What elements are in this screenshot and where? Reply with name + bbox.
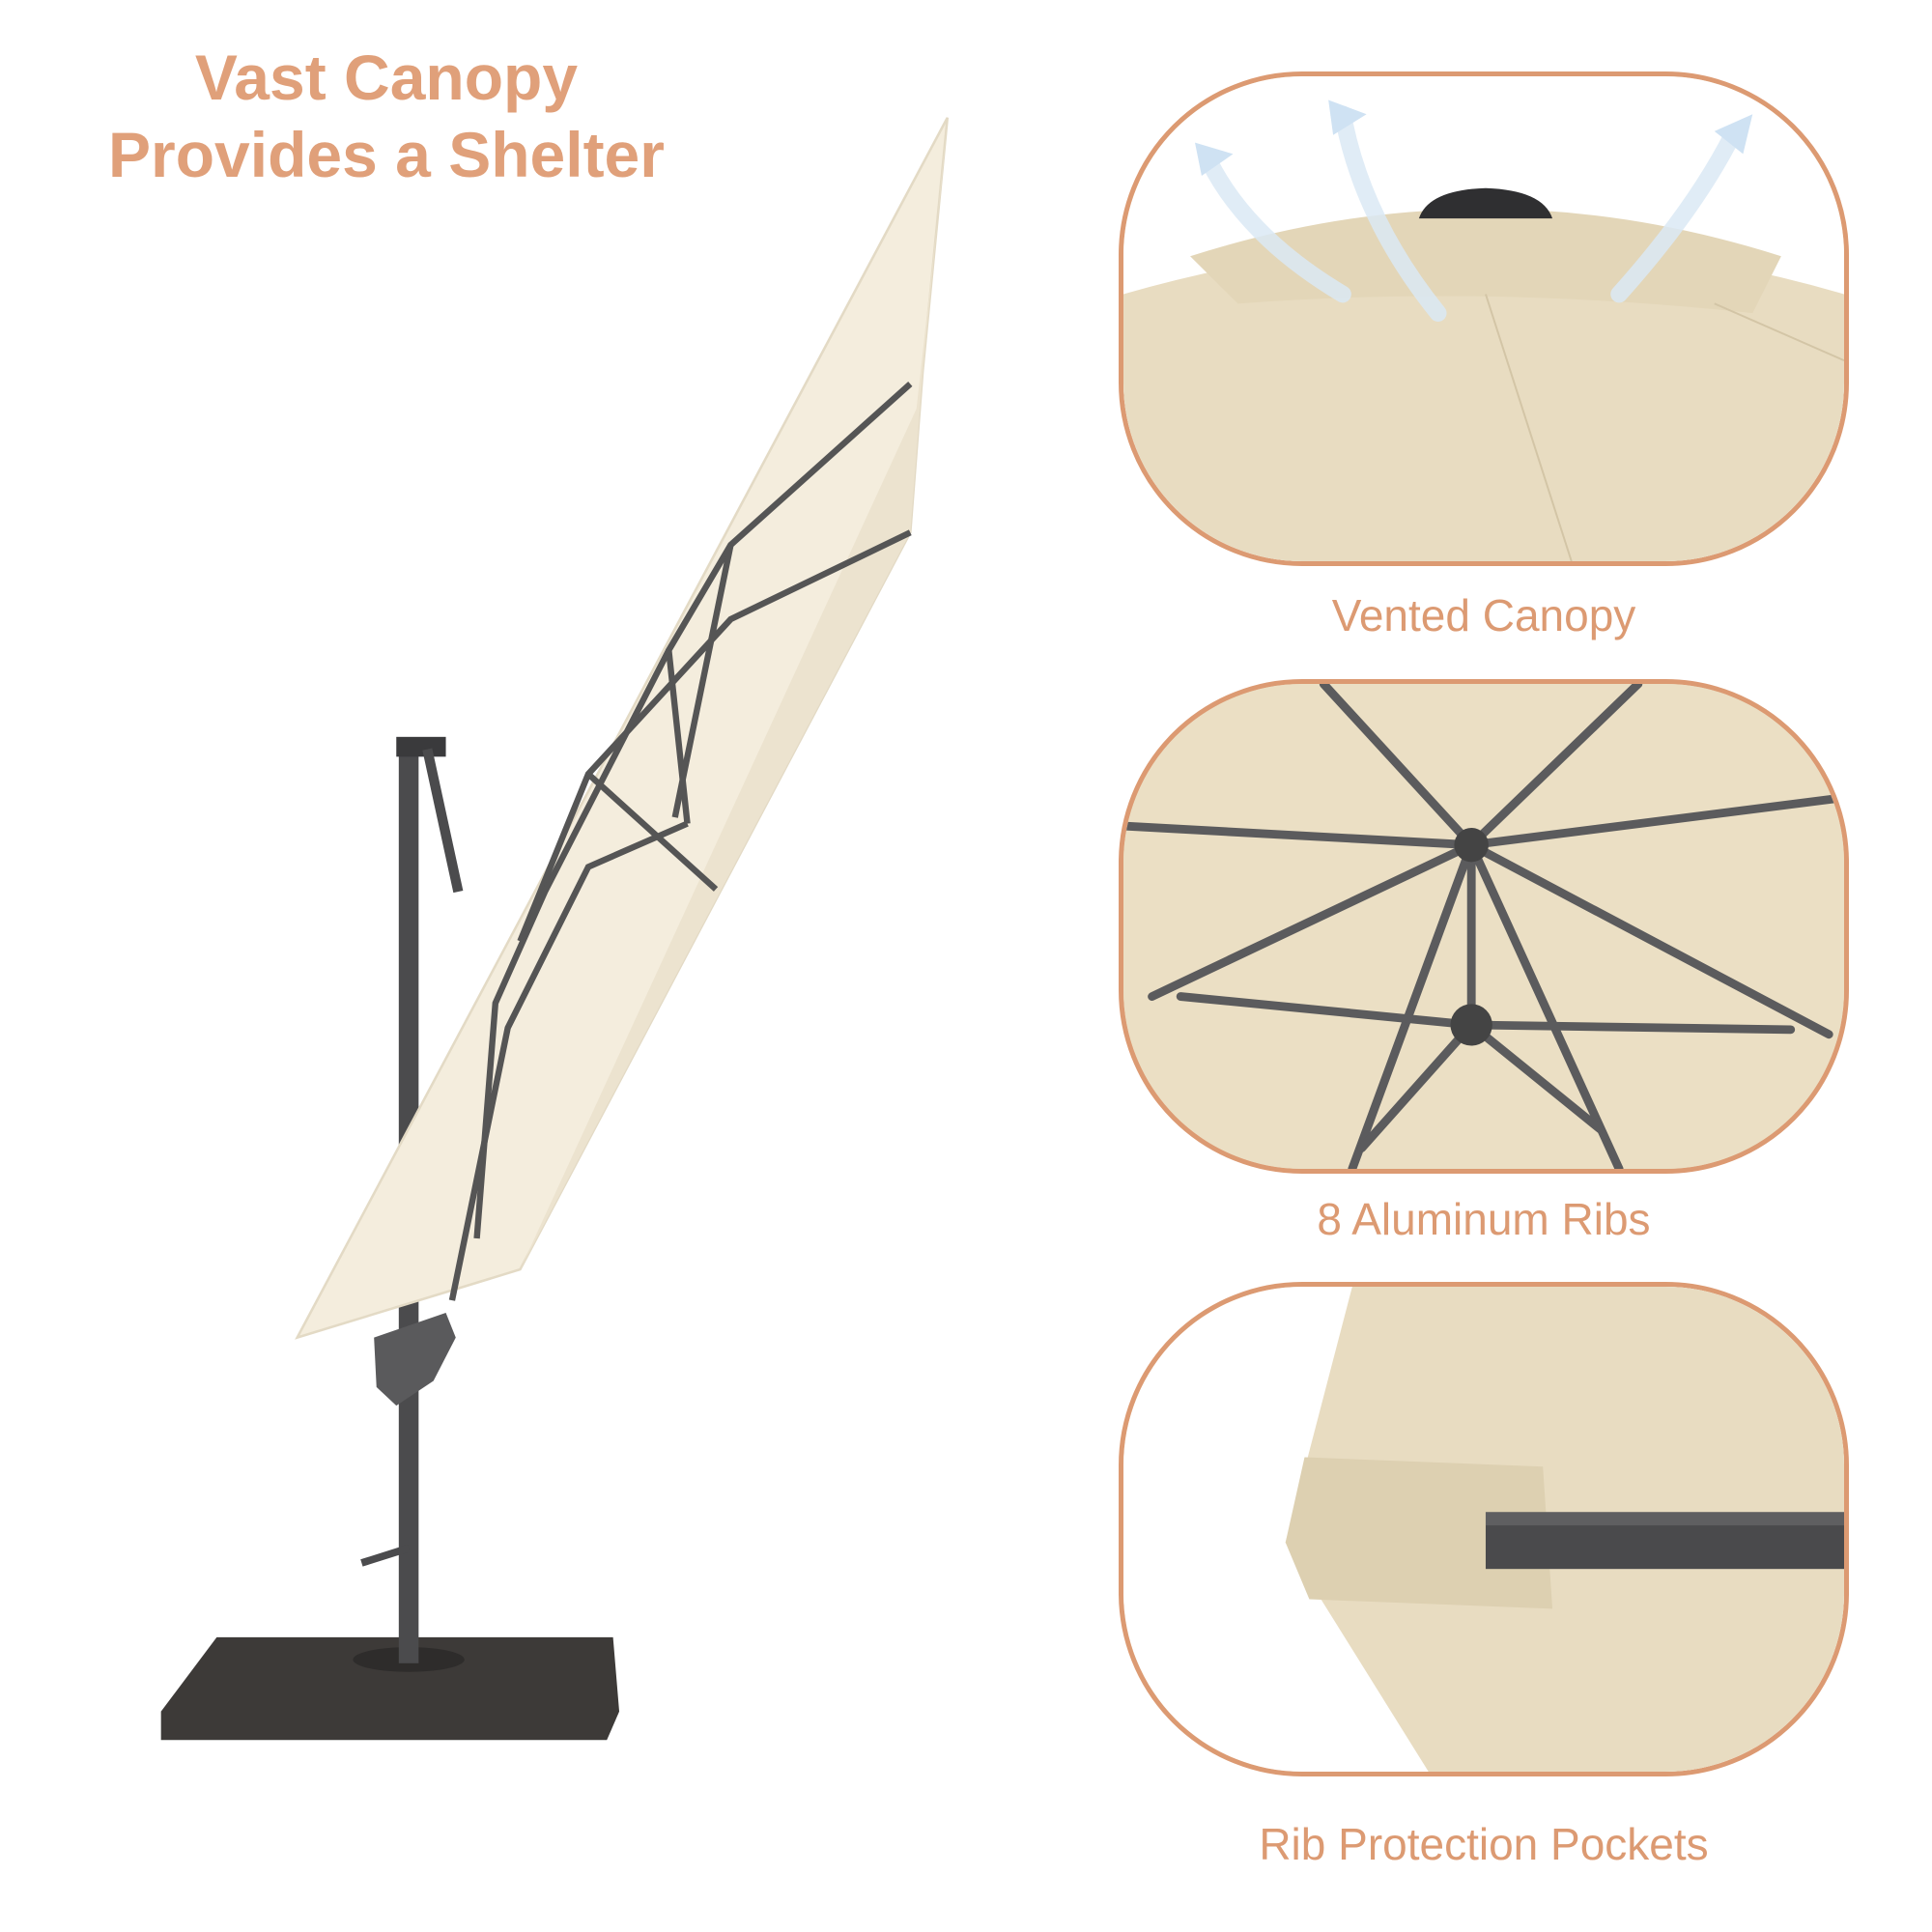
- airflow-arrows-icon: [1200, 105, 1743, 322]
- feature-panel-vented-canopy: [1119, 71, 1849, 566]
- ribs-icon: [1123, 684, 1844, 1169]
- feature-label-vented-canopy: Vented Canopy: [1331, 590, 1636, 640]
- headline-line-1: Vast Canopy: [194, 42, 579, 113]
- headline-line-2: Provides a Shelter: [108, 119, 665, 190]
- headline: Vast Canopy Provides a Shelter: [58, 39, 715, 193]
- feature-panel-rib-pockets: [1119, 1282, 1849, 1776]
- umbrella-base: [160, 1636, 620, 1741]
- umbrella-ribs: [448, 382, 913, 1301]
- feature-label-rib-pockets: Rib Protection Pockets: [1259, 1819, 1709, 1869]
- umbrella-canopy: [295, 117, 950, 1340]
- feature-label-aluminum-ribs: 8 Aluminum Ribs: [1317, 1194, 1651, 1244]
- feature-panel-aluminum-ribs: [1119, 679, 1849, 1174]
- vent-cap-icon: [1418, 187, 1553, 219]
